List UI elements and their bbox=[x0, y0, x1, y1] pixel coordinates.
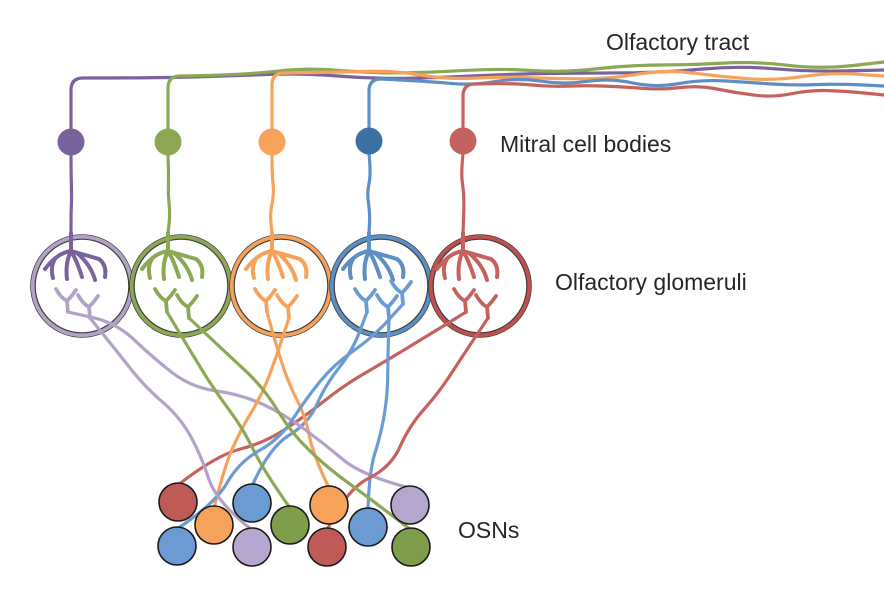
glomerulus-ring bbox=[428, 234, 532, 338]
osn-axon bbox=[175, 302, 405, 531]
glomerulus-inner-outline bbox=[233, 238, 329, 334]
olfactory-tract-line bbox=[461, 82, 884, 130]
olfactory-tract-line bbox=[270, 69, 884, 131]
osn-cells-layer bbox=[157, 482, 431, 567]
glomerulus-ring bbox=[129, 234, 233, 338]
mitral-cell-body bbox=[154, 128, 182, 156]
olfactory-tract-label: Olfactory tract bbox=[606, 29, 750, 55]
osn-cell bbox=[390, 485, 430, 525]
mitral-cell-body bbox=[355, 127, 383, 155]
glomerulus-ring bbox=[329, 234, 433, 338]
axon-terminal-branch bbox=[353, 287, 377, 314]
mitral-dendrite-line bbox=[166, 153, 172, 235]
osn-cell bbox=[232, 527, 272, 567]
axon-terminal-branch bbox=[76, 293, 100, 320]
axon-terminal-branch bbox=[474, 293, 498, 320]
osn-axon bbox=[88, 316, 254, 532]
axon-terminal-branch bbox=[253, 287, 277, 314]
osn-axon bbox=[165, 310, 292, 510]
mitral-cell-body bbox=[449, 127, 477, 155]
glomerulus-ring bbox=[30, 234, 134, 338]
mitral-dendrite-line bbox=[69, 153, 74, 235]
osn-cell bbox=[307, 527, 347, 567]
olfactory-tract-line bbox=[367, 77, 884, 130]
osn-axons-layer bbox=[54, 279, 498, 532]
dendritic-tuft bbox=[43, 231, 108, 282]
mitral-lines-layer bbox=[43, 60, 884, 282]
osn-axon bbox=[176, 310, 468, 487]
axon-terminal-branch bbox=[54, 287, 78, 314]
axon-terminal-branch bbox=[153, 287, 177, 314]
olfactory-tract-line bbox=[166, 60, 884, 131]
mitral-dots-layer bbox=[57, 127, 477, 156]
mitral-cell-bodies-label: Mitral cell bodies bbox=[500, 131, 671, 157]
osn-cell bbox=[270, 505, 310, 545]
osns-label: OSNs bbox=[458, 517, 519, 543]
osn-axon bbox=[187, 316, 413, 532]
osn-cell bbox=[194, 505, 234, 545]
axon-terminal-branch bbox=[175, 293, 199, 320]
osn-cell bbox=[391, 527, 431, 567]
osn-axon bbox=[66, 310, 412, 490]
osn-cell bbox=[232, 483, 272, 523]
osn-cell bbox=[348, 507, 388, 547]
osn-axon bbox=[212, 316, 291, 510]
axon-terminal-branch bbox=[389, 279, 413, 306]
osn-cell bbox=[158, 482, 198, 522]
glomerulus-inner-outline bbox=[34, 238, 130, 334]
osn-axon bbox=[325, 316, 490, 532]
mitral-dendrite-line bbox=[366, 152, 372, 235]
osn-cell bbox=[309, 485, 349, 525]
axon-terminal-branch bbox=[452, 287, 476, 314]
glomerulus-outer-outline bbox=[428, 234, 532, 338]
dendritic-tuft bbox=[244, 231, 309, 282]
olfactory-glomeruli-label: Olfactory glomeruli bbox=[555, 269, 747, 295]
mitral-dendrite-line bbox=[269, 153, 276, 235]
glomerulus-inner-outline bbox=[432, 238, 528, 334]
axon-terminal-branch bbox=[275, 293, 299, 320]
dendritic-tuft bbox=[140, 231, 205, 282]
osn-cell bbox=[157, 526, 197, 566]
glomerulus-inner-outline bbox=[333, 238, 429, 334]
dendritic-tuft bbox=[435, 231, 500, 282]
osn-axon bbox=[366, 316, 391, 512]
dendritic-tuft bbox=[341, 231, 406, 282]
mitral-cell-body bbox=[258, 128, 286, 156]
axon-terminal-branch bbox=[375, 293, 399, 320]
mitral-dendrite-line bbox=[460, 152, 466, 235]
mitral-cell-body bbox=[57, 128, 85, 156]
